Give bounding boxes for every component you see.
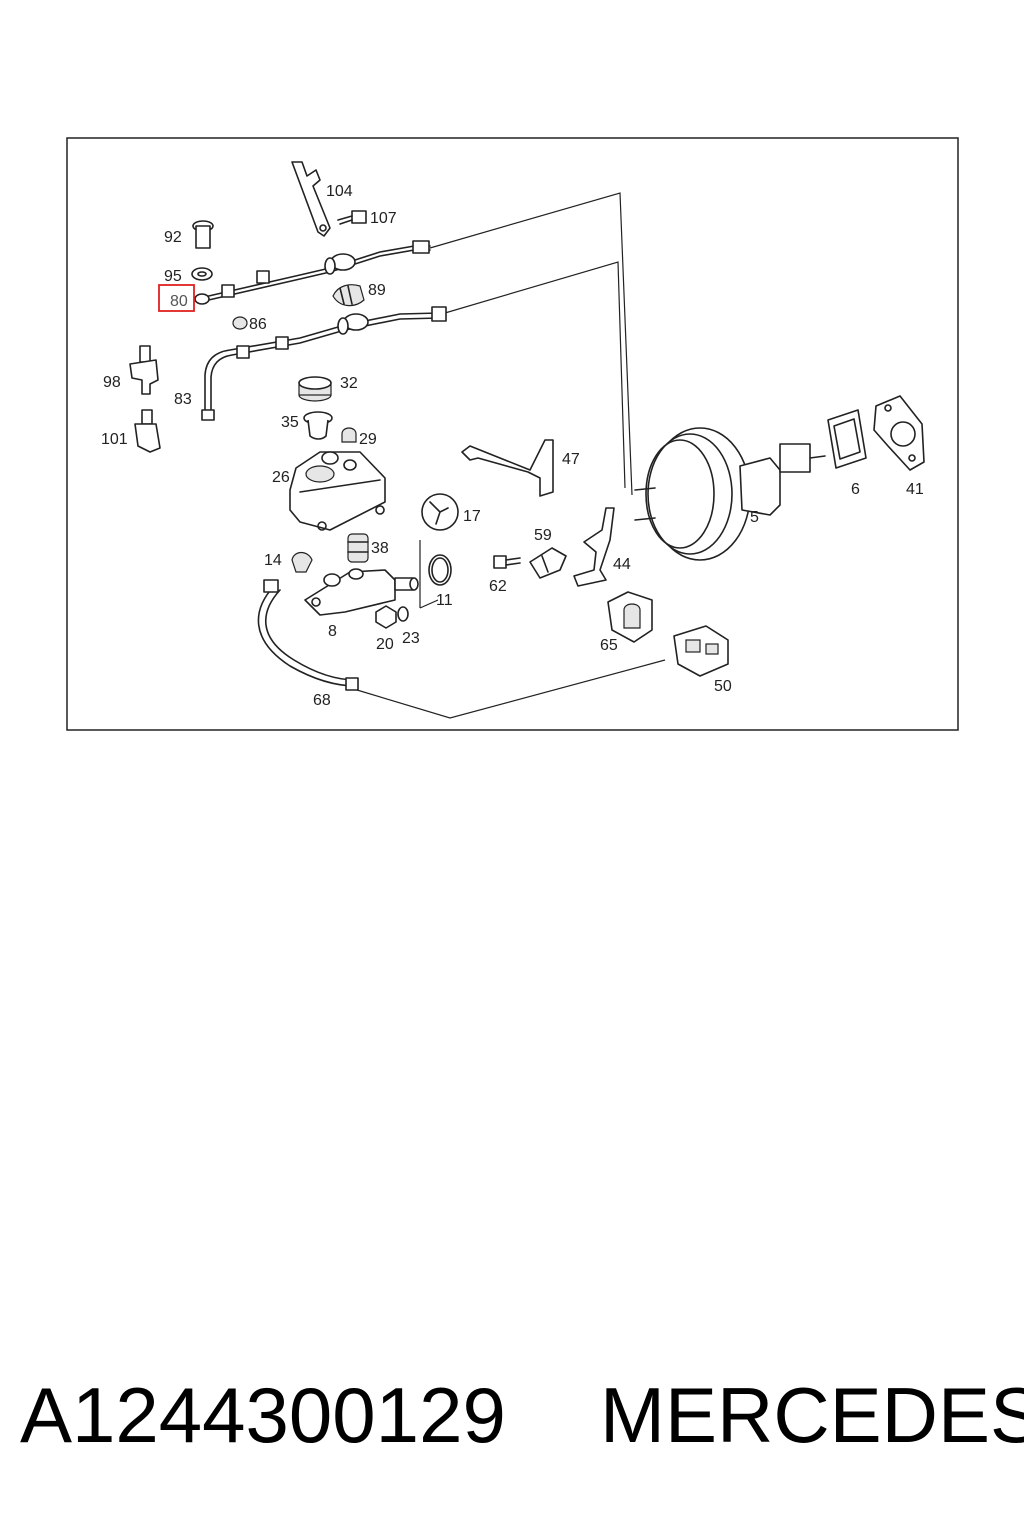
callout-86[interactable]: 86 <box>249 316 267 333</box>
part-95-washer[interactable] <box>191 267 213 281</box>
callout-83[interactable]: 83 <box>174 391 192 408</box>
diagram-frame <box>66 137 959 731</box>
part-44-bracket[interactable] <box>573 507 615 587</box>
part-29-plug[interactable] <box>341 427 357 443</box>
part-68-hose[interactable] <box>257 579 359 691</box>
part-104-bracket[interactable] <box>291 161 331 237</box>
callout-26[interactable]: 26 <box>272 469 290 486</box>
callout-68[interactable]: 68 <box>313 692 331 709</box>
callout-5[interactable]: 5 <box>750 509 759 526</box>
callout-23[interactable]: 23 <box>402 630 420 647</box>
callout-98[interactable]: 98 <box>103 374 121 391</box>
part-107-bolt[interactable] <box>337 210 367 225</box>
callout-59[interactable]: 59 <box>534 527 552 544</box>
part-101-fitting[interactable] <box>134 409 161 453</box>
part-8-master-cylinder[interactable] <box>304 568 419 616</box>
callout-14[interactable]: 14 <box>264 552 282 569</box>
callout-47[interactable]: 47 <box>562 451 580 468</box>
part-65-housing[interactable] <box>607 591 653 643</box>
callout-44[interactable]: 44 <box>613 556 631 573</box>
callout-107[interactable]: 107 <box>370 210 397 227</box>
callout-29[interactable]: 29 <box>359 431 377 448</box>
callout-6[interactable]: 6 <box>851 481 860 498</box>
part-59-clamp[interactable] <box>529 547 567 579</box>
part-caption: A1244300129 MERCEDES <box>20 1370 1024 1470</box>
callout-32[interactable]: 32 <box>340 375 358 392</box>
callout-92[interactable]: 92 <box>164 229 182 246</box>
part-41-seal-plate[interactable] <box>873 395 925 471</box>
part-32-cap[interactable] <box>298 376 332 402</box>
callout-95[interactable]: 95 <box>164 268 182 285</box>
part-35-strainer[interactable] <box>303 411 333 440</box>
callout-50[interactable]: 50 <box>714 678 732 695</box>
part-86-grommet[interactable] <box>232 316 248 330</box>
brand-name: MERCEDES <box>600 1371 1024 1459</box>
callout-labels: 104 107 92 95 80 89 86 98 83 101 32 35 2… <box>101 183 924 709</box>
callout-101[interactable]: 101 <box>101 431 128 448</box>
part-98-fitting[interactable] <box>129 345 159 395</box>
callout-8[interactable]: 8 <box>328 623 337 640</box>
part-38-grommet[interactable] <box>347 533 369 563</box>
part-11-o-ring[interactable] <box>428 554 452 586</box>
part-5-brake-booster[interactable] <box>634 427 826 561</box>
part-92-banjo-bolt[interactable] <box>192 220 214 249</box>
callout-38[interactable]: 38 <box>371 540 389 557</box>
callout-41[interactable]: 41 <box>906 481 924 498</box>
callout-35[interactable]: 35 <box>281 414 299 431</box>
part-17-repair-kit[interactable] <box>421 493 459 531</box>
part-89-boot[interactable] <box>332 284 365 307</box>
callout-104[interactable]: 104 <box>326 183 353 200</box>
callout-62[interactable]: 62 <box>489 578 507 595</box>
part-14-cap[interactable] <box>291 551 313 573</box>
callout-20[interactable]: 20 <box>376 636 394 653</box>
part-83-brake-line-lower[interactable] <box>201 306 447 421</box>
part-47-bracket[interactable] <box>461 439 554 497</box>
part-62-bolt[interactable] <box>493 555 521 569</box>
part-80-brake-line-upper[interactable] <box>194 240 431 305</box>
part-23-washer[interactable] <box>397 606 409 622</box>
part-6-gasket[interactable] <box>827 409 867 469</box>
callout-80-highlight <box>158 284 195 312</box>
guide-lines <box>356 192 666 719</box>
part-20-nut[interactable] <box>375 605 397 629</box>
callout-17[interactable]: 17 <box>463 508 481 525</box>
callout-65[interactable]: 65 <box>600 637 618 654</box>
callout-11[interactable]: 11 <box>436 592 453 609</box>
part-50-switch[interactable] <box>673 625 729 677</box>
part-number: A1244300129 <box>20 1371 506 1459</box>
callout-89[interactable]: 89 <box>368 282 386 299</box>
part-26-reservoir[interactable] <box>289 451 386 531</box>
callout-80[interactable]: 80 <box>170 293 188 310</box>
